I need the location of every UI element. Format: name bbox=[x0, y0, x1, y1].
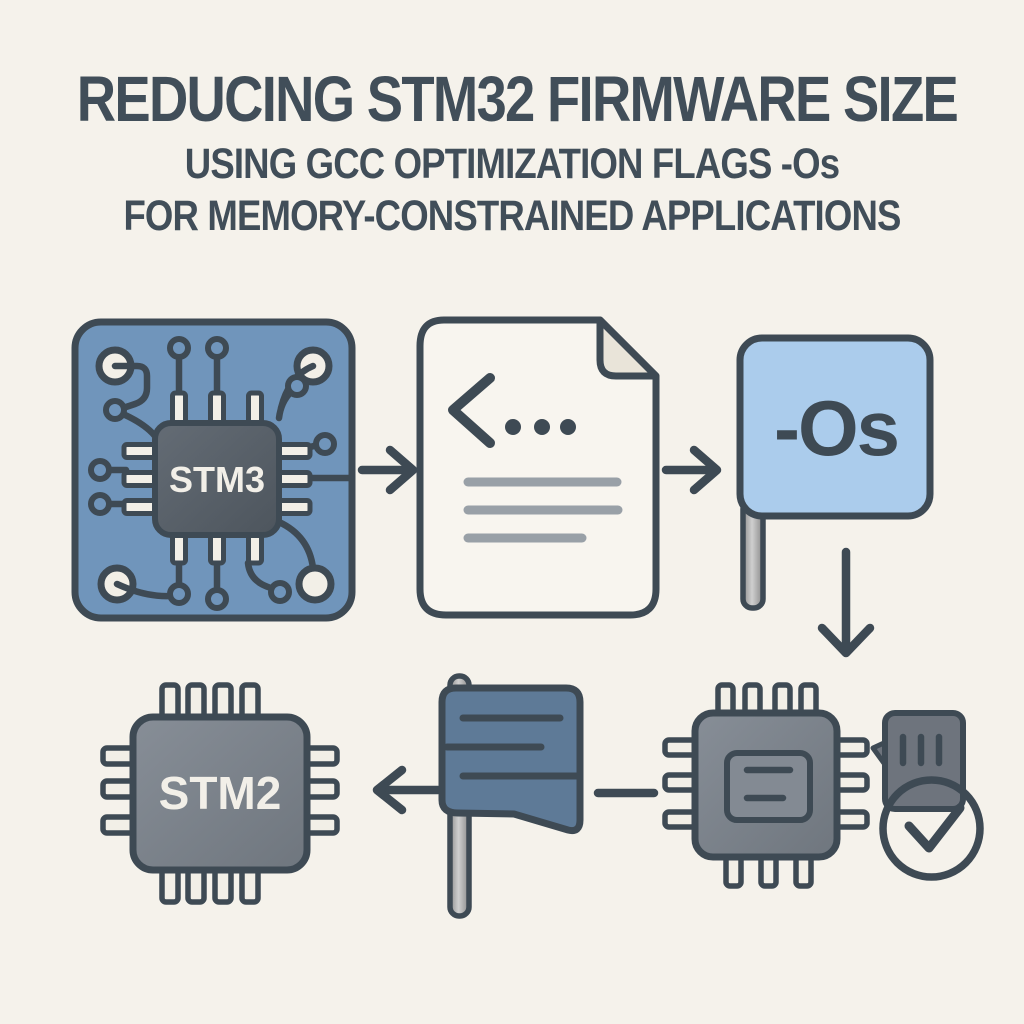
code-ellipsis-dots bbox=[505, 419, 576, 435]
chip-inner-lines bbox=[743, 766, 794, 802]
banner-cloth bbox=[438, 684, 584, 834]
check-mark bbox=[904, 803, 965, 853]
stm32-result-chip-icon: STM2 bbox=[100, 682, 340, 905]
source-code-file-icon bbox=[416, 316, 660, 619]
flag-panel bbox=[736, 334, 934, 520]
title-line-2: USING GCC OPTIMIZATION FLAGS -Os bbox=[184, 140, 840, 188]
pcb-with-mcu-icon: STM3 bbox=[71, 318, 356, 622]
board-chip-label: STM3 bbox=[169, 459, 265, 500]
microcontroller-icon bbox=[662, 682, 870, 889]
success-check-icon bbox=[879, 776, 984, 881]
right-arrow-icon-1 bbox=[357, 445, 418, 495]
mcu-body bbox=[152, 420, 282, 538]
result-chip-body bbox=[129, 713, 311, 874]
down-arrow-icon bbox=[817, 547, 875, 658]
code-chevron-icon bbox=[448, 373, 495, 448]
check-circle bbox=[879, 776, 984, 881]
title-line-3: FOR MEMORY-CONSTRAINED APPLICATIONS bbox=[123, 192, 901, 240]
left-arrow-icon bbox=[372, 765, 443, 815]
optimization-flag-icon: -Os bbox=[736, 334, 934, 611]
pcb-pads bbox=[88, 336, 337, 611]
title-line-1: REDUCING STM32 FIRMWARE SIZE bbox=[76, 63, 959, 135]
memory-card-icon bbox=[870, 710, 966, 812]
chip-inner-panel bbox=[724, 750, 813, 823]
result-chip-label: STM2 bbox=[159, 767, 282, 819]
file-folded-corner bbox=[596, 316, 660, 380]
build-flag-banner-icon bbox=[438, 673, 584, 919]
card-contacts bbox=[899, 733, 943, 767]
banner-text-lines bbox=[443, 714, 580, 780]
os-flag-label: -Os bbox=[774, 384, 898, 472]
right-arrow-icon-2 bbox=[661, 445, 722, 495]
file-text-lines bbox=[463, 477, 623, 543]
